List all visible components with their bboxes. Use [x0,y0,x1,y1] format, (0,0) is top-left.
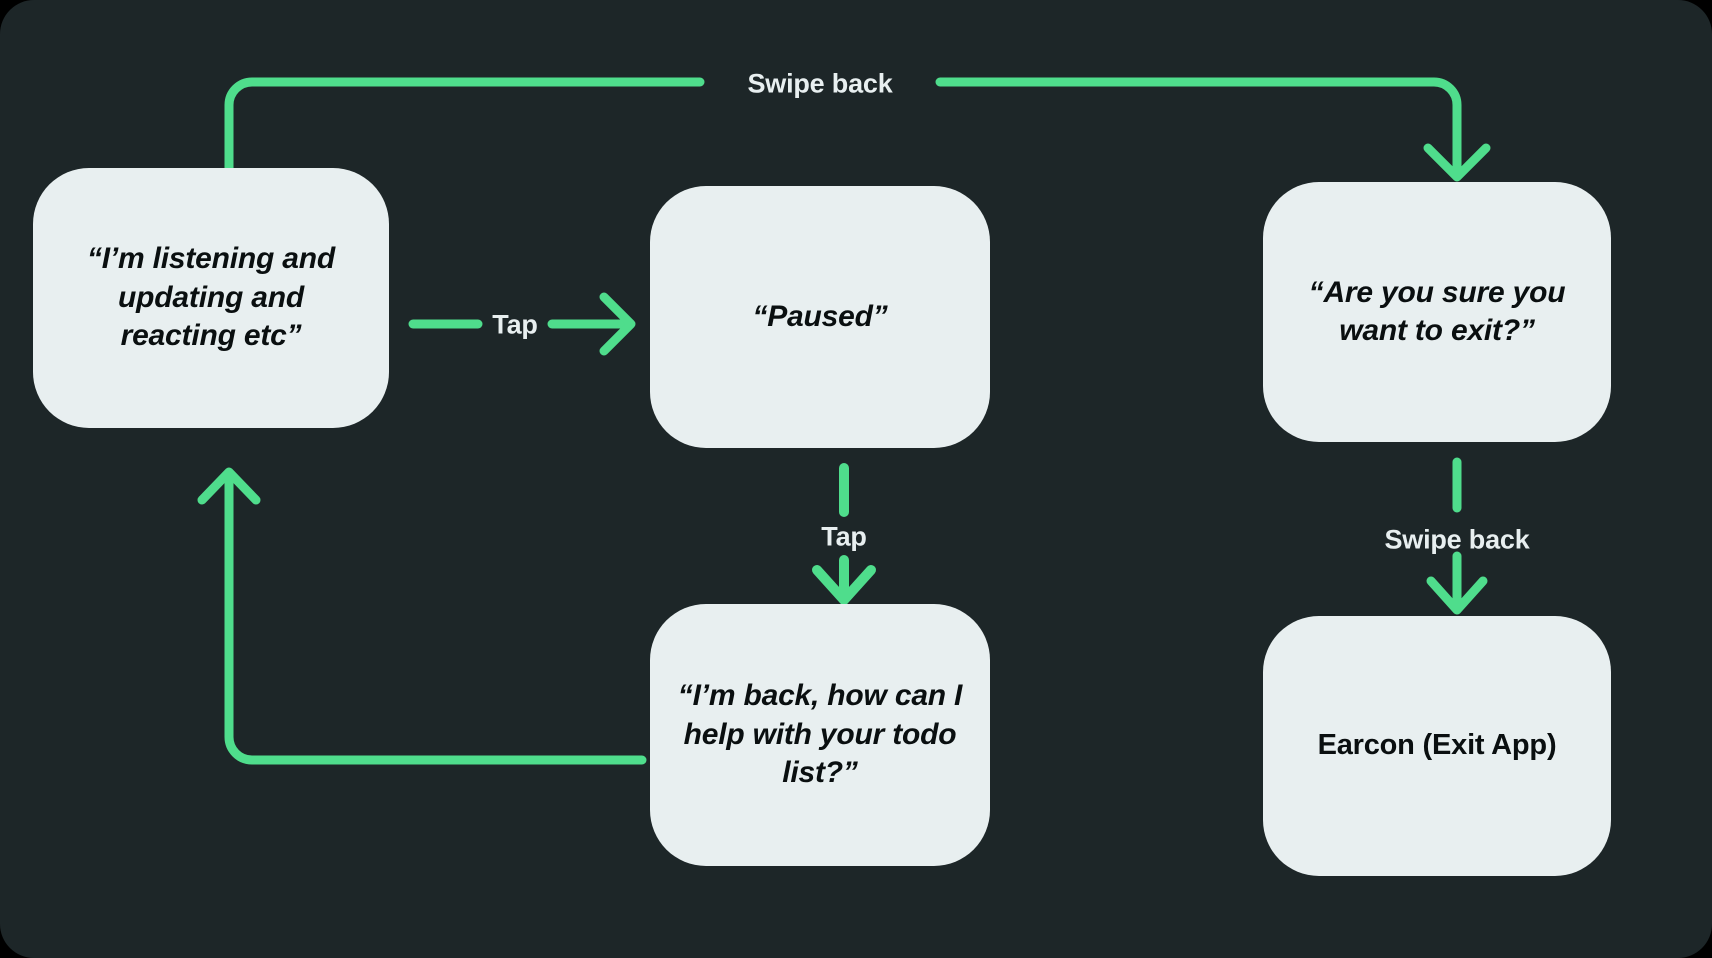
node-listening[interactable]: “I’m listening and updating and reacting… [33,168,389,428]
node-back[interactable]: “I’m back, how can I help with your todo… [650,604,990,866]
node-confirm-exit[interactable]: “Are you sure you want to exit?” [1263,182,1611,442]
node-paused-label: “Paused” [752,299,888,333]
edge-label-swipe-back-right: Swipe back [1384,524,1530,555]
edge-label-tap-horizontal: Tap [492,309,538,340]
edge-label-tap-vertical: Tap [821,521,867,552]
node-earcon[interactable]: Earcon (Exit App) [1263,616,1611,876]
node-earcon-label: Earcon (Exit App) [1317,729,1557,762]
node-confirm-exit-label: “Are you sure you want to exit?” [1308,275,1566,347]
node-listening-label: “I’m listening and updating and reacting… [86,242,336,353]
edge-back-to-listening [197,467,647,765]
node-paused[interactable]: “Paused” [650,186,990,448]
node-back-label: “I’m back, how can I help with your todo… [677,679,963,790]
edge-label-swipe-back-top: Swipe back [747,68,893,99]
